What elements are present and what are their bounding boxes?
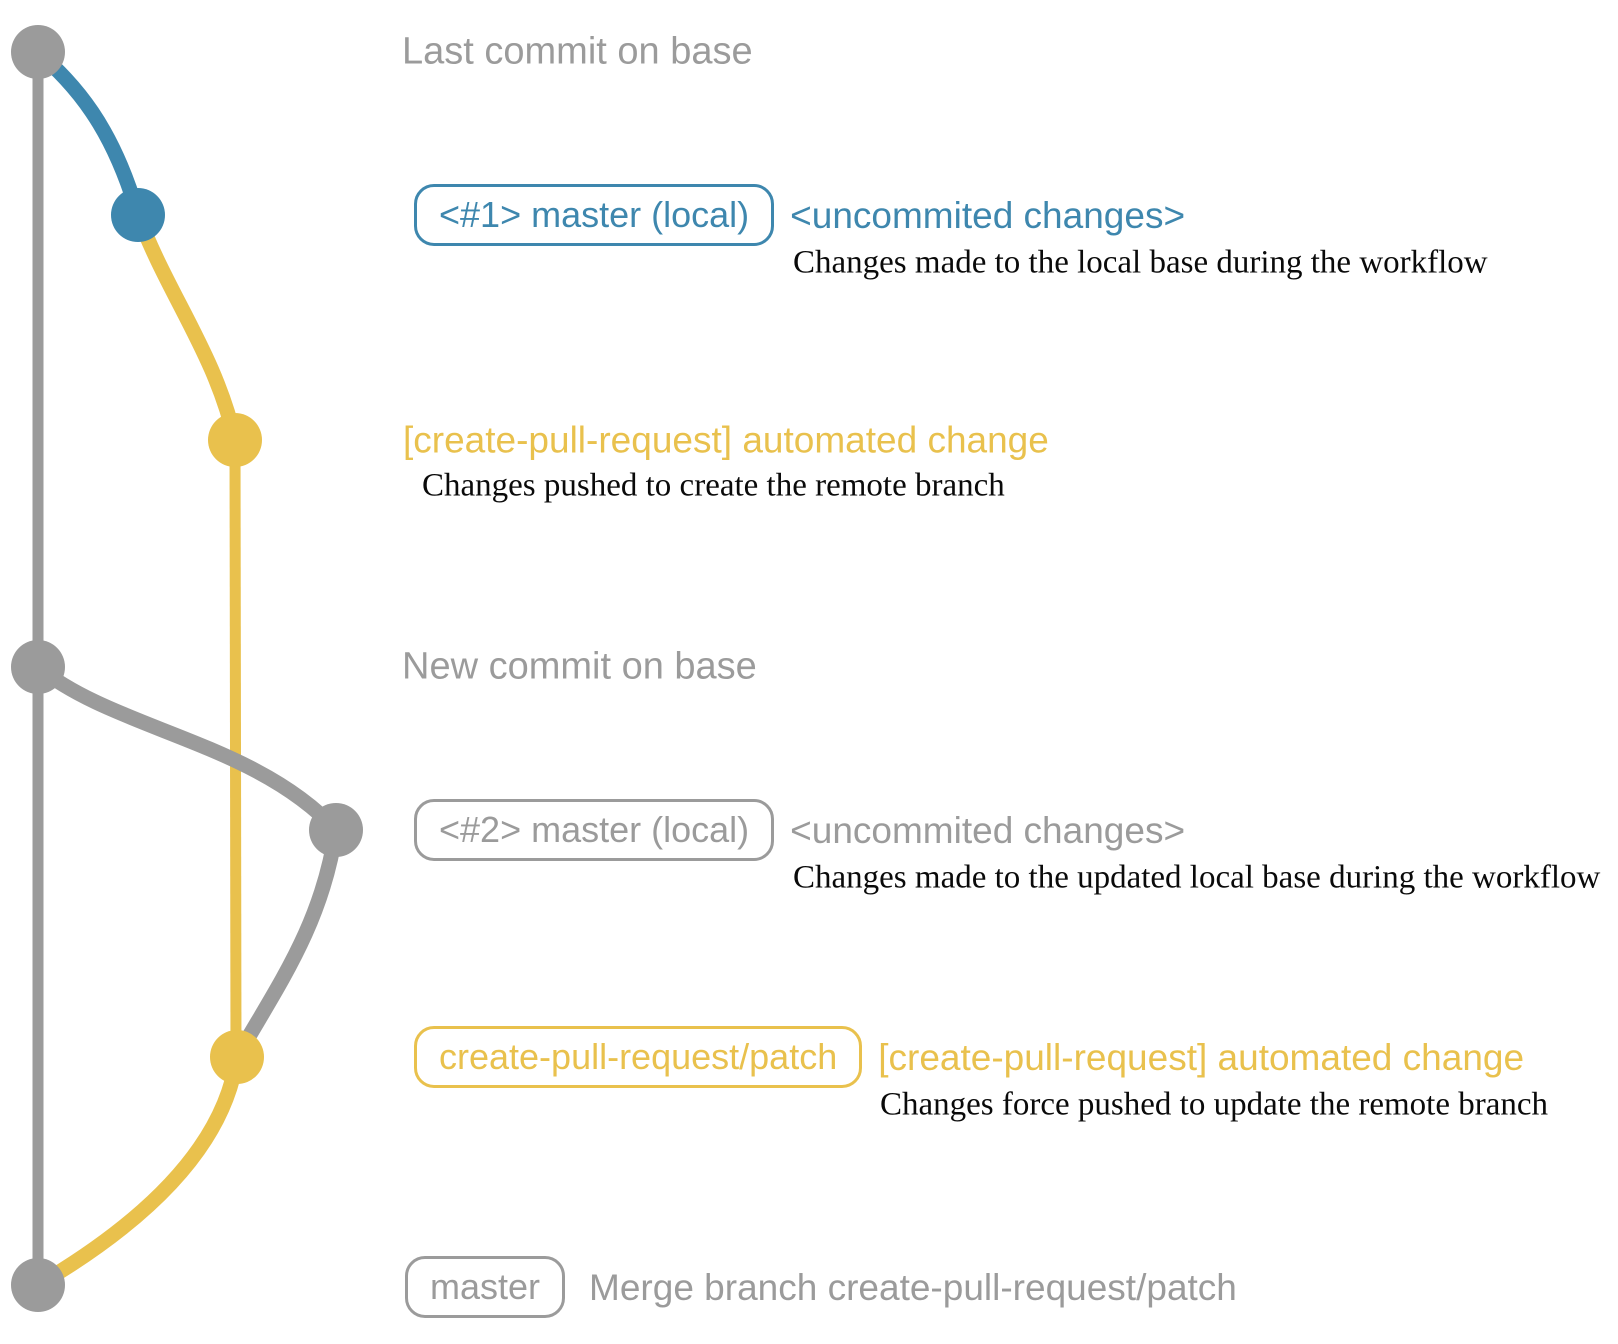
label-last-commit-on-base: Last commit on base — [402, 30, 753, 73]
commit-message-automated-change-1: [create-pull-request] automated change — [403, 419, 1049, 461]
row-merge: master Merge branch create-pull-request/… — [405, 1256, 1237, 1318]
branch-pill-create-pull-request-patch: create-pull-request/patch — [414, 1026, 863, 1088]
node-patch-updated — [210, 1030, 264, 1084]
node-local-master-1 — [111, 188, 165, 242]
branch-pill-local-master-1: <#1> master (local) — [414, 184, 775, 246]
note-pushed-create-remote: Changes pushed to create the remote bran… — [422, 467, 1005, 504]
row-local-master-1: <#1> master (local) <uncommited changes> — [414, 184, 1185, 246]
note-updated-local-base-changes: Changes made to the updated local base d… — [793, 859, 1601, 896]
edge-patch-to-merge — [30, 1049, 245, 1293]
row-last-commit: Last commit on base — [402, 31, 753, 74]
commit-message-merge-branch: Merge branch create-pull-request/patch — [589, 1266, 1237, 1308]
note-local-base-changes: Changes made to the local base during th… — [793, 244, 1488, 281]
branch-pill-local-master-2: <#2> master (local) — [414, 799, 775, 861]
status-uncommited-changes-2: <uncommited changes> — [790, 809, 1186, 851]
node-local-master-2 — [309, 803, 363, 857]
edge-local2-to-patch — [229, 822, 344, 1065]
edge-local1-to-patch — [130, 207, 243, 448]
branch-pill-master: master — [405, 1256, 566, 1318]
node-new-commit-on-base — [11, 640, 65, 694]
edge-base-to-local1 — [30, 44, 146, 223]
row-local-master-2: <#2> master (local) <uncommited changes> — [414, 799, 1185, 861]
row-patch-updated: create-pull-request/patch [create-pull-r… — [414, 1026, 1524, 1088]
row-new-commit: New commit on base — [402, 646, 757, 689]
patch-branch-line — [229, 439, 242, 1058]
label-new-commit-on-base: New commit on base — [402, 645, 757, 688]
node-last-commit-on-base — [11, 25, 65, 79]
row-patch-created: [create-pull-request] automated change — [403, 422, 1049, 459]
node-patch-created — [208, 413, 262, 467]
node-merge-on-base — [11, 1258, 65, 1312]
status-uncommited-changes-1: <uncommited changes> — [790, 194, 1186, 236]
note-force-pushed-update-remote: Changes force pushed to update the remot… — [880, 1086, 1549, 1123]
edge-base-to-local2 — [30, 659, 344, 838]
commit-message-automated-change-2: [create-pull-request] automated change — [878, 1036, 1525, 1078]
